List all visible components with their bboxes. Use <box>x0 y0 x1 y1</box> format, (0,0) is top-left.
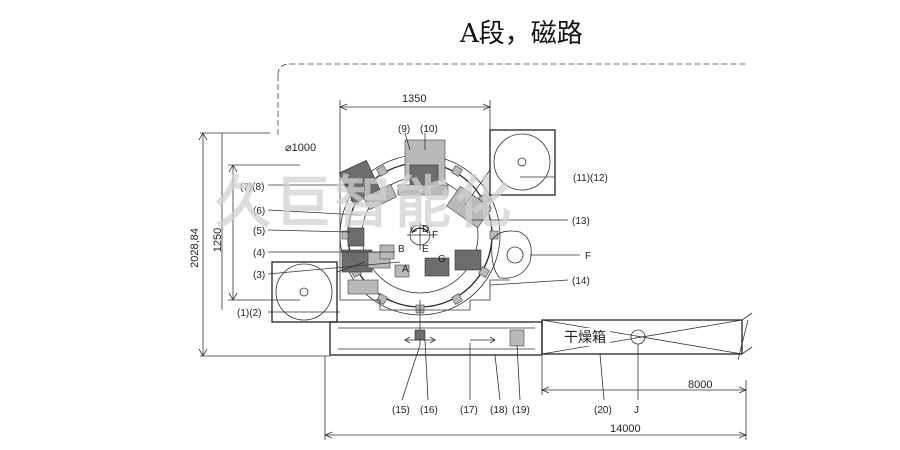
marker-c: C <box>410 224 417 235</box>
marker-b: B <box>398 244 405 255</box>
upper-left-mechanism <box>338 159 397 211</box>
oven-label: 干燥箱 <box>564 330 606 346</box>
dim-text-1350: 1350 <box>402 93 426 105</box>
callout-17: (17) <box>460 405 478 416</box>
callout-16: (16) <box>420 405 438 416</box>
callout-11-12: (11)(12) <box>573 173 608 184</box>
callout-10: (10) <box>420 124 438 135</box>
right-reel-hub <box>517 157 527 167</box>
left-mechanism <box>341 227 391 295</box>
right-reel-feed <box>464 169 491 206</box>
left-reel-hub <box>299 287 309 297</box>
marker-e: E <box>422 244 429 255</box>
conveyor-end-unit <box>509 329 525 347</box>
marker-a: A <box>402 264 409 275</box>
dim-text-14000: 14000 <box>610 423 641 435</box>
conveyor-double-arrow <box>404 336 436 344</box>
callout-14: (14) <box>572 276 590 287</box>
marker-g: G <box>438 254 446 265</box>
callout-4: (4) <box>253 248 265 259</box>
right-reel-box <box>489 129 556 196</box>
leader-lines <box>267 132 639 401</box>
callout-5: (5) <box>253 226 265 237</box>
left-reel-feed <box>336 261 366 273</box>
callout-9: (9) <box>398 124 410 135</box>
marker-f-inner: F <box>432 230 438 241</box>
callout-13: (13) <box>572 216 590 227</box>
dim-arrows-2028 <box>198 132 208 357</box>
oven-diagonal-2 <box>541 319 743 355</box>
marker-j: J <box>634 405 639 416</box>
callout-20: (20) <box>594 405 612 416</box>
drying-oven-box <box>541 319 743 355</box>
component-f-body <box>491 230 532 279</box>
oven-label-bg <box>560 328 610 346</box>
callout-6: (6) <box>253 206 265 217</box>
dim-text-8000: 8000 <box>688 379 712 391</box>
left-reel-box <box>271 261 338 323</box>
callout-15: (15) <box>392 405 410 416</box>
right-reel-outer <box>493 133 551 191</box>
oven-break-lines <box>737 312 753 361</box>
left-reel-outer <box>275 263 333 321</box>
marker-d: D <box>422 224 429 235</box>
callout-3: (3) <box>253 270 265 281</box>
callout-7-8: (7)(8) <box>240 182 264 193</box>
callout-19: (19) <box>512 405 530 416</box>
dim-text-2028: 2028,84 <box>189 228 201 268</box>
dim-text-diameter: ⌀1000 <box>285 142 316 154</box>
enclosure-top-line <box>277 63 748 76</box>
marker-f-outer: F <box>585 251 591 262</box>
drawing-title: A段，磁路 <box>459 19 583 49</box>
top-mechanism <box>397 139 449 196</box>
dim-arrows-1350 <box>338 103 492 111</box>
right-mechanism <box>446 185 492 271</box>
base-plate <box>339 212 510 311</box>
center-devices <box>379 244 450 278</box>
component-f-circle <box>506 246 524 264</box>
dim-text-1250: 1250 <box>212 228 224 252</box>
callout-18: (18) <box>490 405 508 416</box>
conveyor-arrow <box>470 336 496 344</box>
callout-1-2: (1)(2) <box>237 308 261 319</box>
conveyor-transfer <box>414 329 426 341</box>
watermark-logo: 久巨智能化 <box>215 171 515 236</box>
